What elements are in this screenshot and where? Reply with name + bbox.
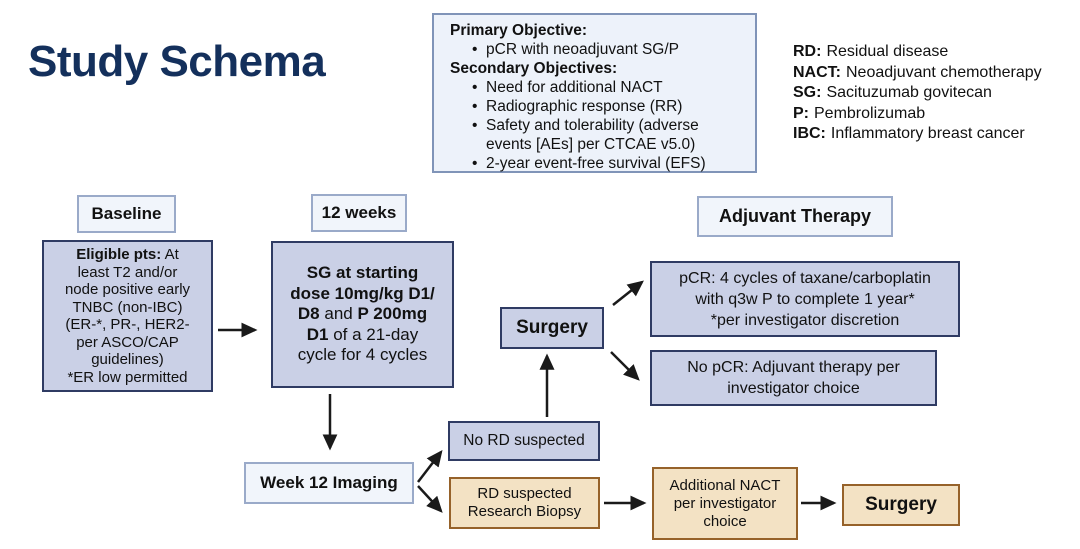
objective-item: 2-year event-free survival (EFS) xyxy=(472,154,745,173)
legend-abbr: P: xyxy=(793,104,809,122)
legend-def: Residual disease xyxy=(826,43,949,60)
rd-line: Research Biopsy xyxy=(467,503,582,520)
primary-objective-heading: Primary Objective: xyxy=(450,22,587,39)
adjuvant-therapy-label: Adjuvant Therapy xyxy=(697,196,893,237)
secondary-objectives-list: Need for additional NACT Radiographic re… xyxy=(450,78,745,173)
rd-line: RD suspected xyxy=(477,485,572,502)
arrow-surgery-to-no-pcr xyxy=(610,351,640,381)
eligibility-line: node positive early xyxy=(64,281,191,298)
pcr-line: *per investigator discretion xyxy=(710,311,900,329)
eligibility-line: Eligible pts: At xyxy=(76,246,179,263)
legend-def: Inflammatory breast cancer xyxy=(830,125,1025,142)
objective-item: Radiographic response (RR) xyxy=(472,97,745,116)
sg-line: cycle for 4 cycles xyxy=(297,345,428,365)
legend-def: Neoadjuvant chemotherapy xyxy=(846,63,1042,81)
legend-def: Pembrolizumab xyxy=(814,104,926,122)
objective-item: Need for additional NACT xyxy=(472,78,745,97)
legend-abbr: SG: xyxy=(793,84,822,101)
twelve-weeks-label: 12 weeks xyxy=(311,194,407,232)
surgery-after-nact-box: Surgery xyxy=(842,484,960,526)
page-title: Study Schema xyxy=(28,37,326,86)
objectives-box: Primary Objective: pCR with neoadjuvant … xyxy=(432,13,757,173)
legend-abbr: RD: xyxy=(793,43,822,60)
additional-nact-box: Additional NACT per investigator choice xyxy=(652,467,798,540)
eligibility-bold: Eligible pts: xyxy=(76,246,162,263)
no-rd-suspected-box: No RD suspected xyxy=(448,421,600,461)
pcr-outcome-box: pCR: 4 cycles of taxane/carboplatin with… xyxy=(650,261,960,337)
objective-item: Safety and tolerability (adverse events … xyxy=(472,116,745,154)
baseline-label: Baseline xyxy=(77,195,176,233)
sg-line: dose 10mg/kg D1/ xyxy=(290,283,435,303)
pcr-line: pCR: 4 cycles of taxane/carboplatin xyxy=(679,269,931,287)
sg-line: D8 and P 200mg xyxy=(297,304,428,324)
arrow-week12-to-no-rd xyxy=(417,450,443,483)
legend-item: RD:Residual disease xyxy=(793,42,1073,63)
objective-item: pCR with neoadjuvant SG/P xyxy=(472,40,679,59)
arrow-week12-to-rd xyxy=(417,485,443,513)
eligibility-line: per ASCO/CAP xyxy=(76,333,179,351)
primary-objective-list: pCR with neoadjuvant SG/P xyxy=(450,40,679,59)
legend-item: P: Pembrolizumab xyxy=(793,104,1073,125)
legend-abbr: IBC: xyxy=(793,125,826,142)
eligibility-line: (ER-*, PR-, HER2- xyxy=(65,316,190,333)
pcr-line: with q3w P to complete 1 year* xyxy=(695,290,915,308)
surgery-box: Surgery xyxy=(500,307,604,349)
eligibility-line: TNBC (non-IBC) xyxy=(72,298,183,316)
legend-abbr: NACT: xyxy=(793,63,841,81)
eligibility-line: *ER low permitted xyxy=(67,368,188,386)
sg-treatment-box: SG at starting dose 10mg/kg D1/ D8 and P… xyxy=(271,241,454,388)
secondary-objectives-heading: Secondary Objectives: xyxy=(450,60,618,77)
sg-line: SG at starting xyxy=(306,263,419,283)
eligibility-box: Eligible pts: At least T2 and/or node po… xyxy=(42,240,213,392)
eligibility-line: guidelines) xyxy=(91,351,164,368)
eligibility-line: least T2 and/or xyxy=(77,263,178,281)
legend-item: NACT: Neoadjuvant chemotherapy xyxy=(793,63,1073,84)
arrow-surgery-to-pcr xyxy=(612,280,644,306)
no-pcr-outcome-box: No pCR: Adjuvant therapy per investigato… xyxy=(650,350,937,406)
abbreviation-legend: RD:Residual disease NACT: Neoadjuvant che… xyxy=(793,42,1073,145)
sg-line: D1 of a 21-day xyxy=(306,324,419,344)
legend-item: IBC:Inflammatory breast cancer xyxy=(793,124,1073,145)
rd-suspected-box: RD suspected Research Biopsy xyxy=(449,477,600,529)
week12-imaging-box: Week 12 Imaging xyxy=(244,462,414,504)
legend-item: SG:Sacituzumab govitecan xyxy=(793,83,1073,104)
legend-def: Sacituzumab govitecan xyxy=(826,84,992,101)
